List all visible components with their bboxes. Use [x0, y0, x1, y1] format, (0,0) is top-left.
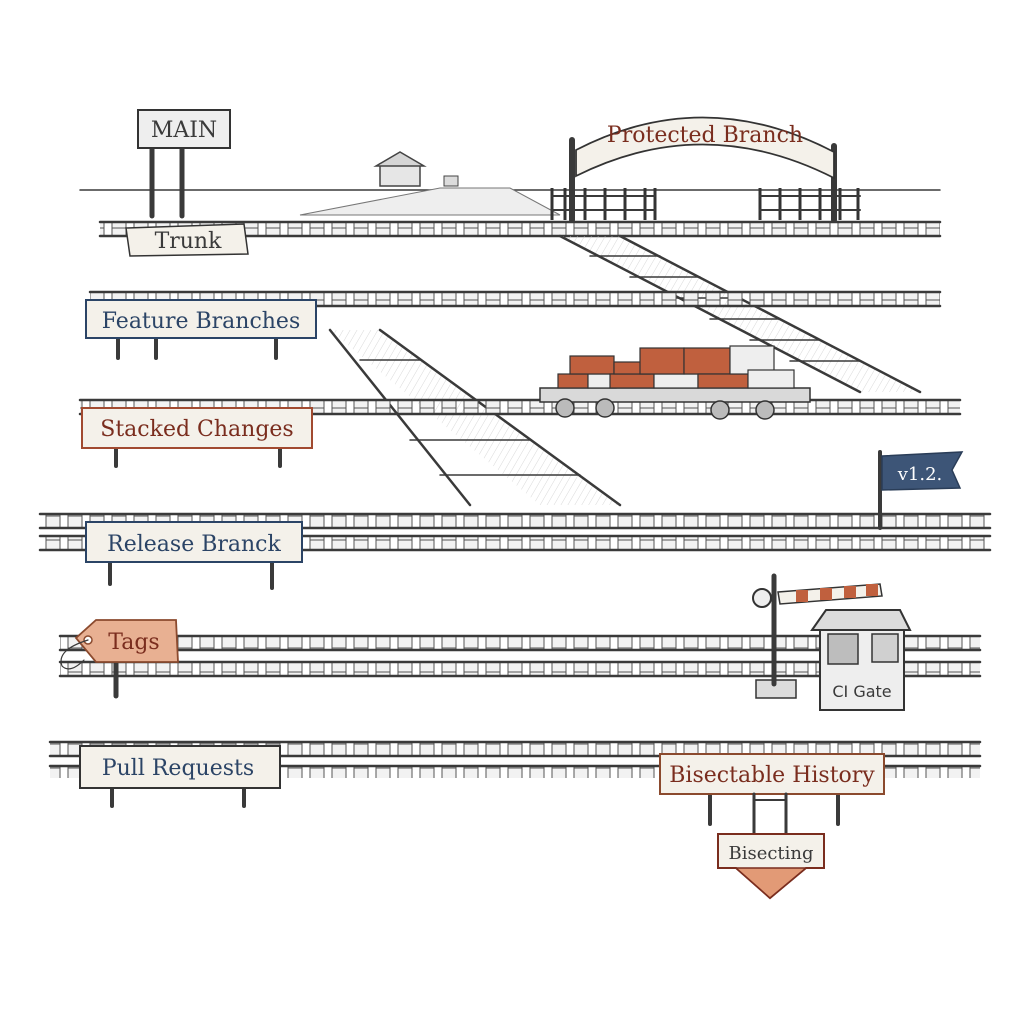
trunk-label: Trunk: [155, 229, 223, 254]
ci-gate-label: CI Gate: [832, 682, 891, 701]
release-branch-sign: Release Branck: [86, 522, 302, 588]
version-flag-label: v1.2.: [897, 464, 943, 485]
tags-label: Tags: [108, 630, 159, 655]
fence: [552, 188, 858, 220]
stacked-changes-label: Stacked Changes: [100, 417, 293, 442]
bisecting-label: Bisecting: [728, 843, 813, 864]
protected-branch-label: Protected Branch: [607, 123, 803, 148]
farmhouse-icon: [376, 152, 458, 186]
release-branch-label: Release Branck: [107, 532, 281, 557]
bisectable-history-label: Bisectable History: [669, 763, 875, 788]
ci-gate-booth: CI Gate: [812, 610, 910, 710]
feature-branches-sign: Feature Branches: [86, 300, 316, 358]
stacked-changes-sign: Stacked Changes: [82, 408, 312, 466]
main-sign-label: MAIN: [151, 118, 217, 143]
main-sign: MAIN: [138, 110, 230, 216]
feature-branches-label: Feature Branches: [102, 309, 301, 334]
protected-branch-arch: Protected Branch: [552, 117, 860, 220]
pull-requests-label: Pull Requests: [102, 756, 254, 781]
pull-requests-sign: Pull Requests: [80, 746, 280, 806]
bisectable-history-sign: Bisectable History: [660, 754, 884, 824]
bisecting-marker: Bisecting: [718, 794, 824, 898]
trunk-sign: Trunk: [126, 224, 248, 256]
tags-sign: Tags: [61, 620, 178, 696]
